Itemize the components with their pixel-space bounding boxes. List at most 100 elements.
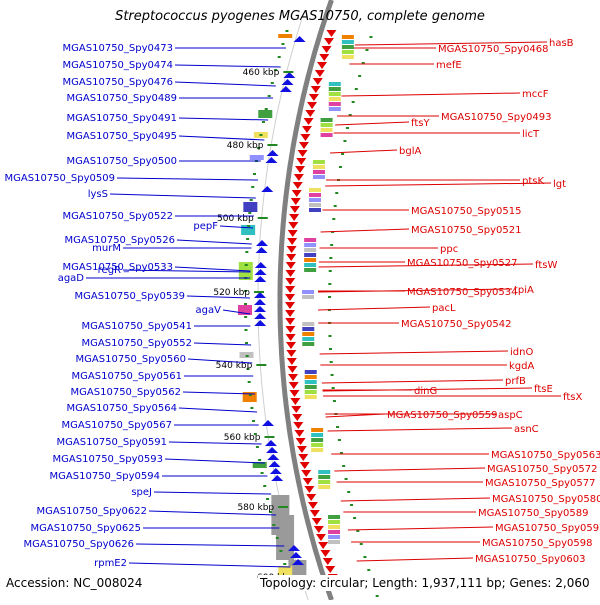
leader-line <box>341 92 521 97</box>
reverse-gene-arrow <box>323 38 334 45</box>
feature-block <box>304 268 317 272</box>
grid-dot <box>350 504 354 506</box>
leader-line <box>168 441 262 445</box>
reverse-gene-arrow <box>313 526 324 533</box>
leader-line <box>153 491 272 495</box>
gene-label-left: MGAS10750_Spy0476 <box>63 77 173 88</box>
leader-line <box>148 510 277 516</box>
forward-gene-arrow <box>254 320 267 326</box>
reverse-gene-arrow <box>308 94 319 101</box>
gene-label-right: MGAS10750_Spy0515 <box>411 206 521 217</box>
reverse-gene-arrow <box>287 238 298 245</box>
reverse-gene-arrow <box>304 486 315 493</box>
feature-block <box>304 263 317 267</box>
gene-label-left: MGAS10750_Spy0491 <box>67 113 177 124</box>
feature-block <box>304 243 317 247</box>
grid-dot <box>341 153 345 155</box>
grid-dot <box>277 56 281 58</box>
feature-block <box>243 202 258 212</box>
reverse-gene-arrow <box>305 110 316 117</box>
leader-line <box>186 295 251 299</box>
grid-dot <box>261 121 265 123</box>
gene-label-left: MGAS10750_Spy0561 <box>72 371 182 382</box>
feature-block <box>341 55 354 59</box>
grid-dot <box>345 127 349 129</box>
grid-dot <box>283 563 287 565</box>
forward-gene-arrow <box>254 299 267 305</box>
grid-dot <box>257 147 261 149</box>
feature-block <box>341 50 354 54</box>
reverse-gene-arrow <box>290 198 301 205</box>
gene-label-right: MGAS10750_Spy0577 <box>485 478 595 489</box>
grid-dot <box>253 173 257 175</box>
grid-dot <box>329 257 333 259</box>
grid-dot <box>244 264 248 266</box>
accession-text: Accession: NC_008024 <box>4 575 145 591</box>
kbp-tick-label: 540 kbp <box>216 361 253 371</box>
gene-label-left: MGAS10750_Spy0622 <box>37 506 147 517</box>
reverse-gene-arrow <box>320 550 331 557</box>
gene-label-left: speJ <box>131 487 152 498</box>
feature-block <box>252 462 267 468</box>
leader-line <box>174 81 276 87</box>
leader-line <box>356 557 474 562</box>
grid-dot <box>328 348 332 350</box>
grid-dot <box>248 212 252 214</box>
gene-label-right: MGAS10750_Spy0592 <box>495 523 600 534</box>
forward-gene-arrow <box>262 420 275 426</box>
reverse-gene-arrow <box>286 358 297 365</box>
gene-label-left: MGAS10750_Spy0473 <box>63 43 173 54</box>
gene-label-right: MGAS10750_Spy0572 <box>487 464 597 475</box>
leader-line <box>174 266 251 272</box>
leader-line <box>116 177 259 181</box>
grid-dot <box>245 355 249 357</box>
reverse-gene-arrow <box>289 214 300 221</box>
gene-label-right: mccF <box>522 89 549 100</box>
reverse-gene-arrow <box>287 230 298 237</box>
feature-block <box>302 327 315 331</box>
grid-dot <box>344 478 348 480</box>
gene-label-left: lysS <box>88 189 108 200</box>
grid-dot <box>332 218 336 220</box>
grid-dot <box>255 446 259 448</box>
gene-label-right: MGAS10750_Spy0563 <box>491 450 600 461</box>
kbp-tick-label: 520 kbp <box>213 288 250 298</box>
feature-block <box>328 102 341 106</box>
grid-dot <box>244 290 248 292</box>
feature-block <box>304 390 317 394</box>
grid-dot <box>375 595 379 597</box>
leader-line <box>176 239 252 245</box>
feature-block <box>304 238 317 242</box>
grid-dot <box>248 394 252 396</box>
leader-line <box>319 350 509 355</box>
leader-line <box>178 117 269 121</box>
leader-line <box>320 228 410 233</box>
reverse-gene-arrow <box>290 398 301 405</box>
feature-block <box>320 128 333 132</box>
feature-block <box>328 535 341 539</box>
forward-gene-arrow <box>281 79 294 85</box>
feature-block <box>302 342 315 346</box>
feature-block <box>311 433 324 437</box>
reverse-gene-arrow <box>289 206 300 213</box>
forward-gene-arrow <box>268 461 281 467</box>
reverse-gene-arrow <box>289 390 300 397</box>
reverse-gene-arrow <box>285 334 296 341</box>
grid-dot <box>343 140 347 142</box>
reverse-gene-arrow <box>311 518 322 525</box>
feature-block <box>311 438 324 442</box>
grid-dot <box>337 439 341 441</box>
grid-dot <box>259 134 263 136</box>
gene-label-right: licT <box>522 129 540 140</box>
feature-block <box>328 82 341 86</box>
grid-dot <box>285 30 289 32</box>
reverse-gene-arrow <box>325 566 336 573</box>
forward-gene-arrow <box>269 468 282 474</box>
gene-label-left: MGAS10750_Spy0594 <box>50 471 160 482</box>
gene-label-left: MGAS10750_Spy0533 <box>63 262 173 273</box>
reverse-gene-arrow <box>285 310 296 317</box>
grid-dot <box>249 199 253 201</box>
reverse-gene-arrow <box>301 470 312 477</box>
gene-label-right: lgt <box>553 179 566 190</box>
